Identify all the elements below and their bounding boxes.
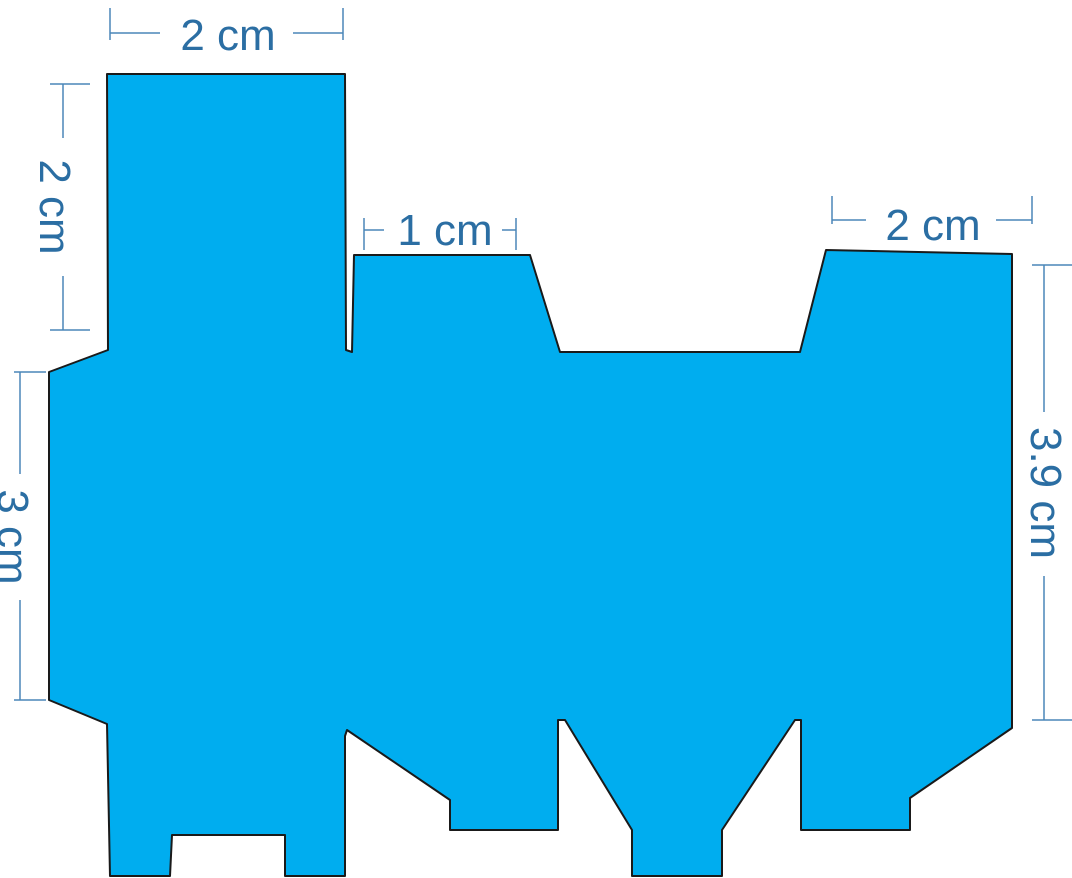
dimension-middle-tab: 1 cm: [363, 206, 517, 255]
label-top-left-width: 2 cm: [180, 11, 275, 60]
dimension-right-top: 2 cm: [831, 196, 1033, 250]
box-net-shape: [48, 73, 1013, 877]
dimension-top-left: 2 cm: [109, 8, 344, 60]
label-middle-tab-width: 1 cm: [397, 206, 492, 255]
label-left-body-height: 3 cm: [0, 489, 37, 584]
dimension-left-flap: 2 cm: [30, 83, 90, 331]
label-right-top-width: 2 cm: [885, 201, 980, 250]
label-left-flap-height: 2 cm: [30, 159, 79, 254]
dimension-right-body: 3.9 cm: [1021, 264, 1072, 721]
dimension-left-body: 3 cm: [0, 371, 46, 701]
label-right-body-height: 3.9 cm: [1021, 427, 1070, 559]
